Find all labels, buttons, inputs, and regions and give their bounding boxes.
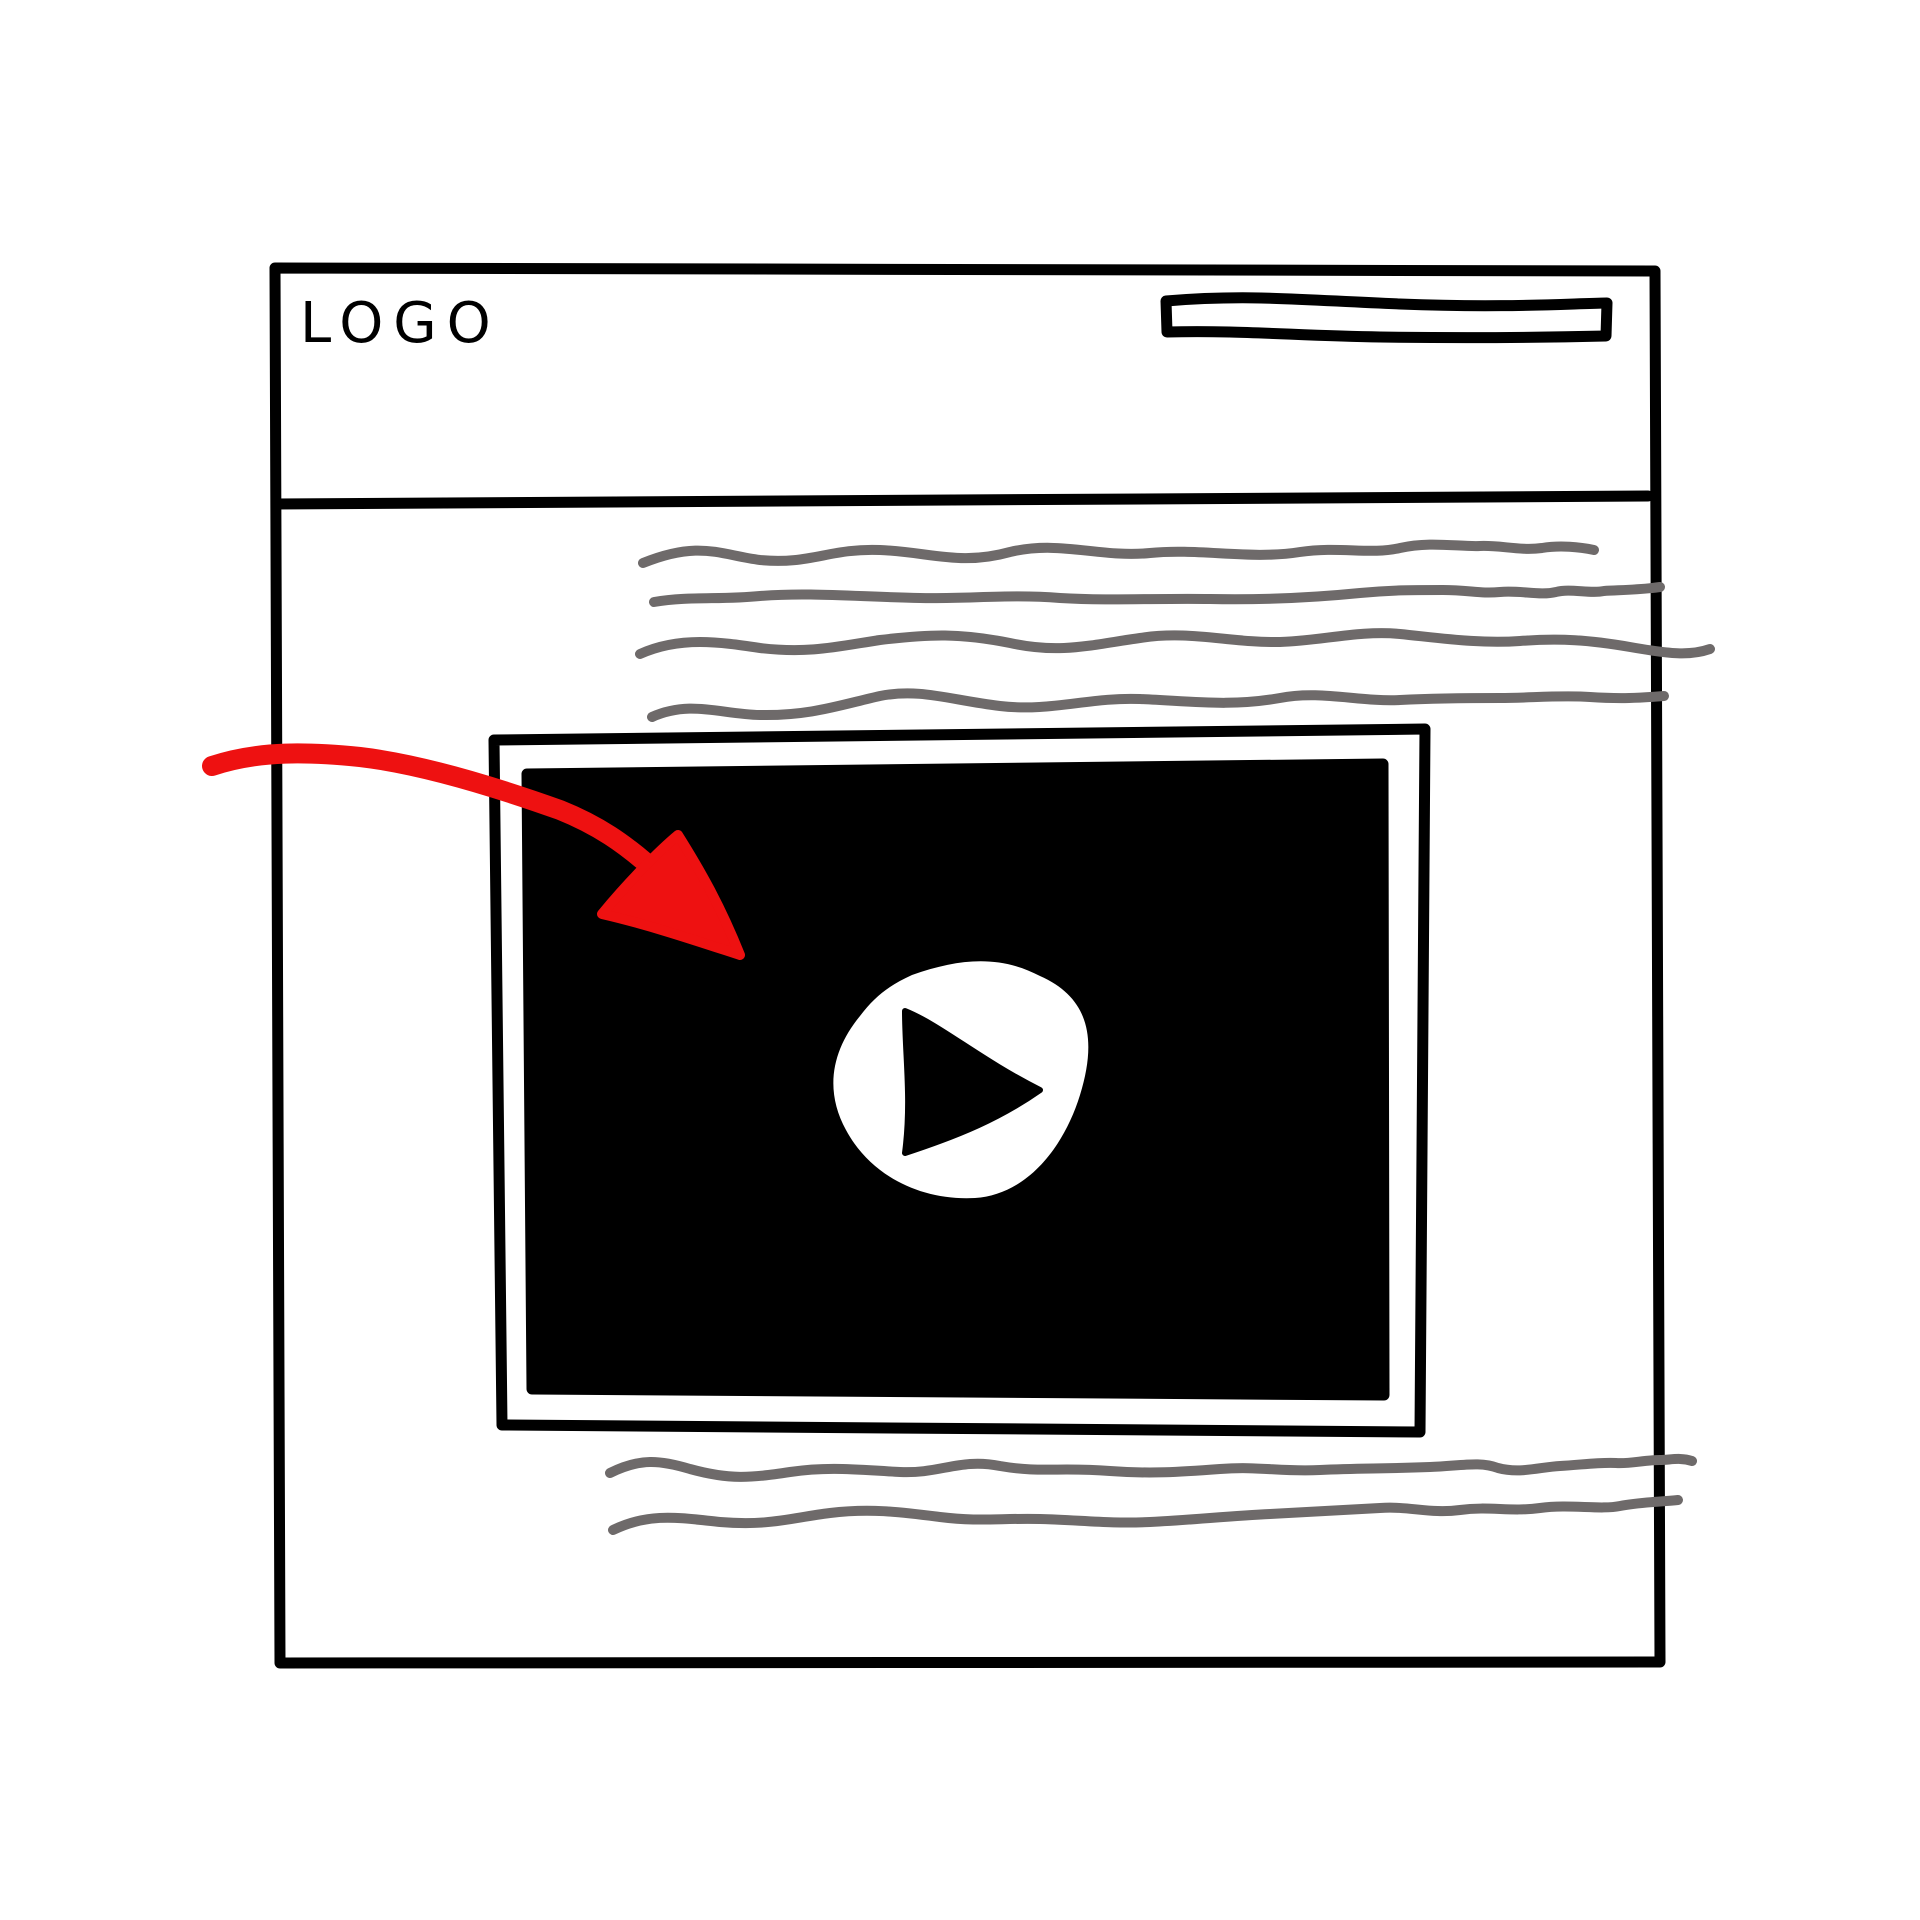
intro-text-block [635,539,1715,722]
page-frame [269,262,1666,1669]
search-bar[interactable] [1160,292,1613,344]
text-line [635,628,1715,659]
play-button[interactable] [833,961,1089,1199]
footer-text-block [605,1453,1697,1535]
logo: LOGO [300,291,501,356]
play-icon [902,1008,1043,1156]
text-line [649,582,1665,607]
red-arrow-annotation [202,743,745,960]
text-line [608,1495,1683,1535]
header-divider [270,490,1654,510]
logo-text: LOGO [300,291,501,356]
text-line [647,688,1669,722]
text-line [605,1453,1697,1482]
arrow-head [597,830,745,960]
video-player-frame [488,723,1431,1438]
text-line [638,539,1599,568]
arrow-shaft [202,743,655,872]
